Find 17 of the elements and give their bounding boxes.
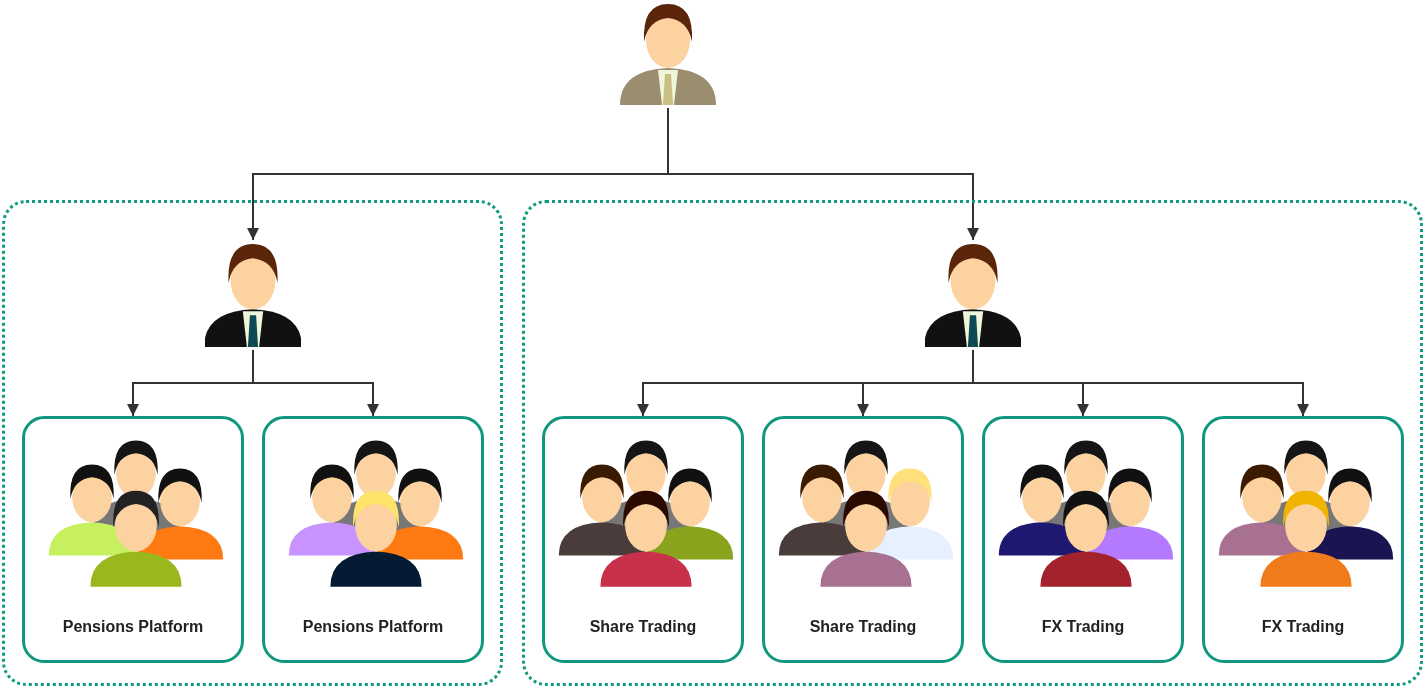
team-label: Share Trading	[588, 618, 698, 636]
team-label: Pensions Platform	[61, 618, 205, 636]
connector-arrow	[252, 349, 379, 417]
team-card	[982, 416, 1184, 663]
team-label: FX Trading	[1260, 618, 1346, 636]
team-card	[22, 416, 244, 663]
group-frame	[2, 200, 503, 686]
team-label: FX Trading	[1040, 618, 1126, 636]
team-label: Pensions Platform	[301, 618, 445, 636]
team-label: Share Trading	[808, 618, 918, 636]
connector-arrow	[972, 349, 1309, 417]
team-card	[542, 416, 744, 663]
connector-arrow	[667, 107, 979, 241]
team-card	[762, 416, 964, 663]
team-card	[1202, 416, 1404, 663]
group-frame	[522, 200, 1423, 686]
team-card	[262, 416, 484, 663]
